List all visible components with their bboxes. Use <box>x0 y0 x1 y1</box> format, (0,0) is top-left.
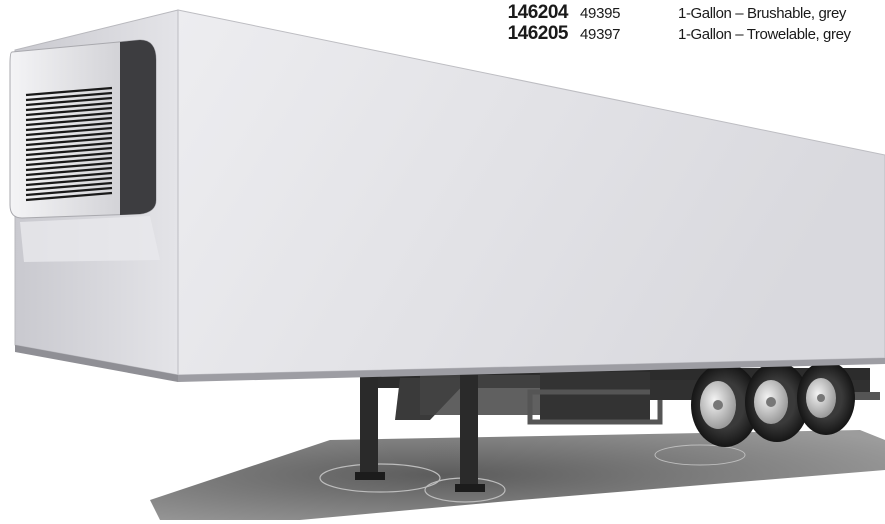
wheels <box>691 361 855 447</box>
product-code: 146205 <box>507 23 569 44</box>
vent-grille <box>25 86 113 202</box>
product-reference: 49397 <box>580 26 621 43</box>
product-description: 1-Gallon – Trowelable, grey <box>678 26 851 43</box>
product-row: 146204 49395 1-Gallon – Brushable, grey <box>478 2 885 23</box>
product-code: 146204 <box>507 2 569 23</box>
reefer-unit <box>9 39 160 262</box>
product-table: 146204 49395 1-Gallon – Brushable, grey … <box>478 2 885 44</box>
landing-legs <box>355 372 485 492</box>
product-description: 1-Gallon – Brushable, grey <box>678 5 847 22</box>
product-row: 146205 49397 1-Gallon – Trowelable, grey <box>478 23 885 44</box>
product-reference: 49395 <box>580 5 621 22</box>
ground-shadow <box>150 430 885 520</box>
